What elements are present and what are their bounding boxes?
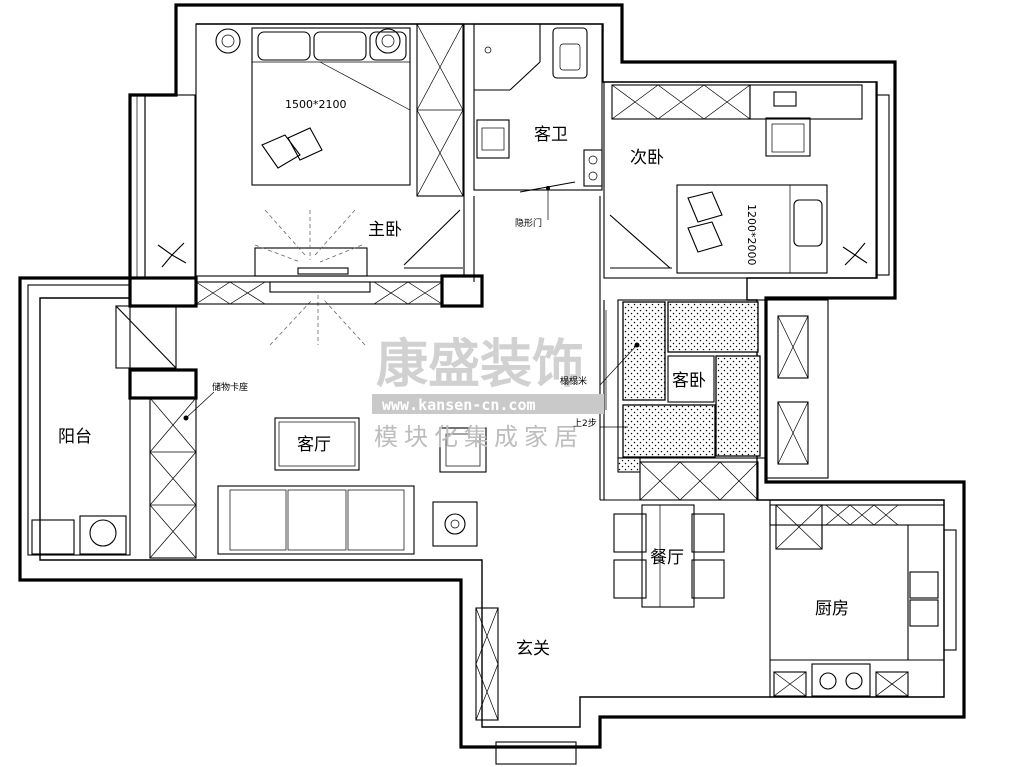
balcony (27, 284, 198, 556)
watermark: 康盛装饰 www.kansen-cn.com 模块化集成家居 (372, 335, 604, 451)
lamp-icon (444, 513, 466, 535)
watermark-slogan: 模块化集成家居 (374, 423, 584, 451)
label-guest-bathroom: 客卫 (534, 125, 568, 145)
side-table (432, 501, 478, 547)
annotation-storage-seat: 储物卡座 (212, 381, 248, 393)
living-room (149, 391, 487, 559)
label-master-bedroom: 主卧 (368, 220, 402, 240)
laptop-icon (773, 91, 797, 107)
label-entrance: 玄关 (516, 639, 550, 659)
dining-table (641, 504, 695, 608)
lamp-icon (215, 28, 241, 54)
annotation-tatami: 榻榻米 (560, 375, 587, 387)
guest-bathroom (473, 23, 603, 220)
toilet-icon (552, 27, 588, 79)
second-bedroom (603, 81, 890, 279)
guest-bedroom (599, 299, 829, 501)
armchair (439, 427, 487, 473)
stove-icon (811, 663, 871, 697)
master-bedroom (128, 23, 484, 346)
second-bed (676, 184, 828, 274)
watermark-brand: 康盛装饰 (376, 335, 584, 395)
label-guest-bedroom: 客卧 (672, 371, 706, 391)
master-bed (251, 27, 411, 186)
kitchen (769, 499, 957, 698)
dining-room (613, 504, 725, 608)
washing-machine-icon (79, 515, 127, 555)
master-bed-size: 1500*2100 (285, 98, 347, 111)
desk-chair (765, 117, 811, 157)
sofa (217, 485, 415, 555)
label-living-room: 客厅 (297, 435, 331, 455)
watermark-url: www.kansen-cn.com (382, 396, 536, 414)
lamp-icon (375, 28, 401, 54)
label-second-bedroom: 次卧 (630, 148, 664, 168)
second-bed-size: 1200*2000 (745, 204, 758, 266)
label-balcony: 阳台 (58, 427, 92, 447)
sink-icon (909, 571, 939, 599)
coffee-table (274, 417, 360, 471)
label-dining-room: 餐厅 (650, 548, 684, 568)
annotation-sliding-door: 隐形门 (515, 217, 542, 229)
annotation-step-up: 上2步 (573, 418, 597, 429)
sink-icon (31, 519, 75, 555)
label-kitchen: 厨房 (815, 599, 849, 619)
entrance (475, 607, 577, 765)
